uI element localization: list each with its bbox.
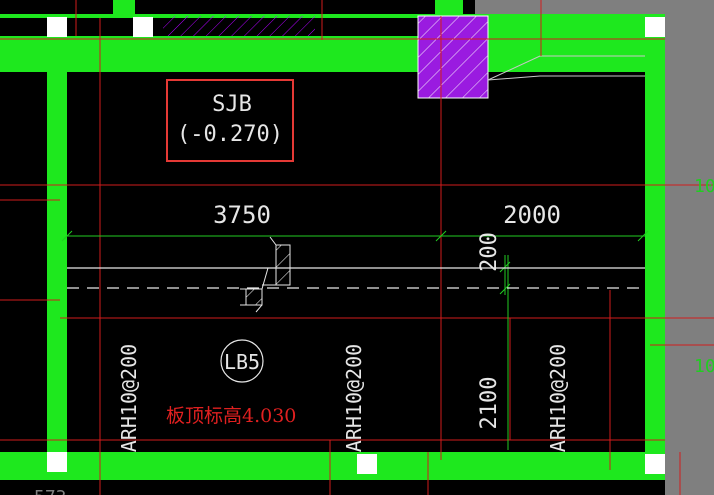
column-square [645,454,665,474]
dimension-2100: 2100 [477,377,502,430]
column-square [357,454,377,474]
rebar-note-1: ARH10@200 [117,344,141,452]
dimension-3750: 3750 [213,201,271,229]
slab-top-elevation-note: 板顶标高4.030 [166,405,296,427]
right-wall [645,36,665,476]
right-edge-label-1: 10 [694,176,714,197]
rebar-note-2: ARH10@200 [342,344,366,452]
purple-column-hatch [418,16,488,98]
column-square [645,17,665,37]
slab-elevation: (-0.270) [177,122,283,147]
rebar-note-3: ARH10@200 [546,344,570,452]
side-gray-area [665,0,714,495]
slab-code: SJB [212,92,252,117]
bottom-wall [0,452,665,480]
beam-lines [67,267,645,289]
slab-tag: LB5 [224,350,260,374]
column-square [133,17,153,37]
column-square [47,17,67,37]
column-square [47,452,67,472]
left-wall [47,72,67,452]
top-gray-strip [475,0,714,14]
dimension-200: 200 [477,232,502,272]
top-pillar [113,0,135,18]
right-edge-label-2: 10 [694,356,714,377]
slab-tag-circle [220,339,264,383]
edge-lines [487,75,645,81]
edge-lines [487,55,645,81]
dimension-2000: 2000 [503,201,561,229]
bottom-edge-label: 573 [34,487,67,495]
slab-label-highlight [166,79,294,162]
section-cut-symbol [240,236,291,313]
hatched-opening [163,16,315,36]
top-wall [0,36,665,72]
top-pillar-2 [435,0,463,16]
top-wall-right-stub [475,14,665,36]
